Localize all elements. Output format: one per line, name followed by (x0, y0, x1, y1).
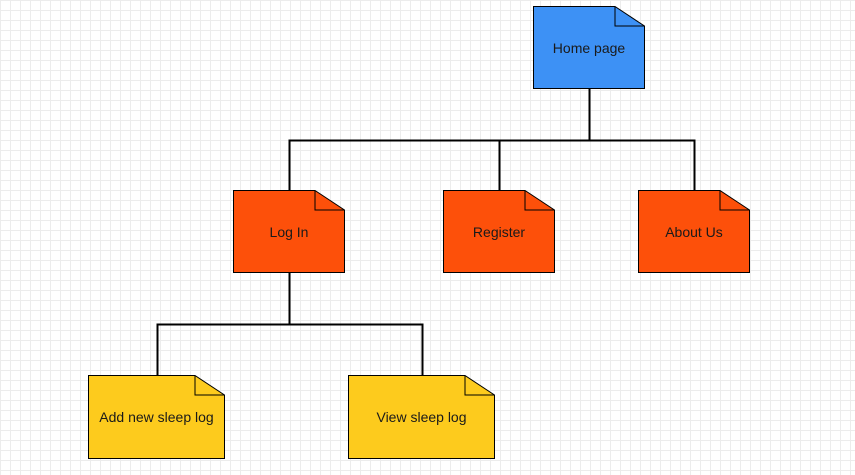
node-add-new-sleep-log-label: Add new sleep log (99, 409, 214, 425)
note-fold (719, 190, 750, 211)
node-log-in: Log In (233, 190, 345, 273)
node-home-page-label: Home page (552, 39, 626, 56)
note-shape (443, 190, 555, 273)
node-add-new-sleep-log: Add new sleep log (88, 375, 225, 459)
connector-login-to-add_sleep_log (156, 273, 291, 375)
node-register: Register (443, 190, 555, 273)
node-log-in-label: Log In (269, 223, 309, 240)
note-fold (524, 190, 555, 211)
connector-home-to-register (498, 89, 591, 190)
note-fold (614, 6, 645, 27)
node-home-page: Home page (533, 6, 645, 89)
node-register-label: Register (472, 223, 526, 240)
note-shape (88, 375, 225, 459)
node-view-sleep-log-label: View sleep log (376, 409, 467, 425)
note-shape (638, 190, 750, 273)
note-fold (194, 375, 225, 396)
connector-login-to-view_sleep_log (288, 273, 424, 375)
node-about-us: About Us (638, 190, 750, 273)
note-fold (464, 375, 495, 396)
connector-home-to-about (588, 89, 696, 190)
note-shape (348, 375, 495, 459)
node-view-sleep-log: View sleep log (348, 375, 495, 459)
node-about-us-label: About Us (665, 223, 723, 240)
note-fold (314, 190, 345, 211)
note-shape (233, 190, 345, 273)
note-shape (533, 6, 645, 89)
